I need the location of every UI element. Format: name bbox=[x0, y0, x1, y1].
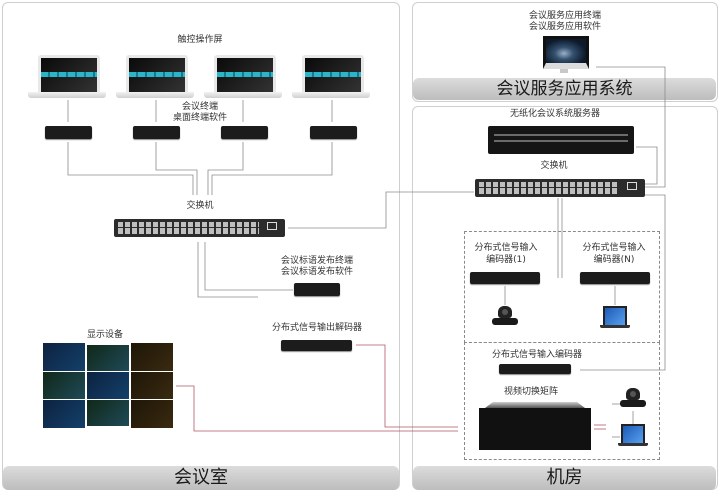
link-terminal3-switch bbox=[207, 142, 244, 195]
link-terminal4-switch bbox=[211, 142, 333, 195]
matrix-encoder-label: 分布式信号输入编码器 bbox=[491, 350, 582, 360]
encoder-n bbox=[580, 272, 650, 284]
link-matrix-display bbox=[176, 385, 458, 432]
conference-server bbox=[488, 126, 634, 154]
service-system-title-bar: 会议服务应用系统 bbox=[413, 78, 716, 100]
encoder1-label-line1: 分布式信号输入 bbox=[474, 243, 538, 253]
display-label: 显示设备 bbox=[86, 330, 123, 340]
signage-label-line1: 会议标语发布终端 bbox=[280, 256, 353, 266]
terminal-label-line1: 会议终端 bbox=[181, 102, 218, 112]
link-signage-switch bbox=[204, 242, 293, 291]
meeting-terminal-4 bbox=[310, 126, 357, 139]
meeting-terminal-2 bbox=[133, 126, 180, 139]
signage-terminal bbox=[294, 283, 340, 296]
encoderN-label-line2: 编码器(N) bbox=[593, 255, 635, 265]
matrix-group-box bbox=[464, 342, 660, 460]
server-switch bbox=[475, 179, 645, 197]
server-label: 无纸化会议系统服务器 bbox=[509, 109, 600, 119]
laptop-2 bbox=[618, 424, 648, 446]
link-terminal1-switch bbox=[67, 142, 194, 195]
server-room-title-bar: 机房 bbox=[413, 466, 716, 490]
video-switch-matrix bbox=[479, 402, 591, 450]
link-server-switch bbox=[636, 146, 658, 185]
terminal-label-line2: 桌面终端软件 bbox=[172, 113, 227, 123]
link-matrix-decoder bbox=[356, 344, 458, 428]
service-terminal-label-line1: 会议服务应用终端 bbox=[528, 11, 601, 21]
laptop-1 bbox=[600, 306, 630, 328]
service-system-title: 会议服务应用系统 bbox=[496, 79, 633, 99]
meeting-room-title: 会议室 bbox=[174, 467, 228, 488]
display-wall bbox=[40, 340, 175, 429]
signage-label-line2: 会议标语发布软件 bbox=[280, 267, 353, 277]
meeting-switch bbox=[114, 219, 285, 237]
link-switch-matrix-encoder bbox=[580, 194, 666, 371]
encoder1-label-line2: 编码器(1) bbox=[486, 255, 526, 265]
meeting-terminal-1 bbox=[45, 126, 92, 139]
server-switch-label: 交换机 bbox=[540, 161, 568, 171]
link-terminal2-switch bbox=[155, 142, 198, 195]
meeting-terminal-3 bbox=[221, 126, 268, 139]
link-decoder-switch bbox=[197, 242, 258, 298]
matrix-label: 视频切换矩阵 bbox=[503, 387, 558, 397]
service-terminal-label-line2: 会议服务应用软件 bbox=[528, 22, 601, 32]
meeting-switch-label: 交换机 bbox=[186, 201, 214, 211]
link-imac-switch bbox=[596, 66, 666, 188]
decoder-label: 分布式信号输出解码器 bbox=[271, 323, 362, 333]
encoder-1 bbox=[470, 272, 540, 284]
touch-screens-label: 触控操作屏 bbox=[177, 35, 223, 45]
meeting-room-title-bar: 会议室 bbox=[3, 466, 399, 490]
camera-2 bbox=[620, 388, 646, 408]
camera-1 bbox=[492, 306, 518, 326]
link-meeting-switch-server-switch bbox=[288, 191, 474, 229]
output-decoder bbox=[281, 340, 352, 351]
server-room-title: 机房 bbox=[546, 467, 583, 488]
matrix-input-encoder bbox=[499, 364, 571, 374]
encoderN-label-line1: 分布式信号输入 bbox=[582, 243, 646, 253]
